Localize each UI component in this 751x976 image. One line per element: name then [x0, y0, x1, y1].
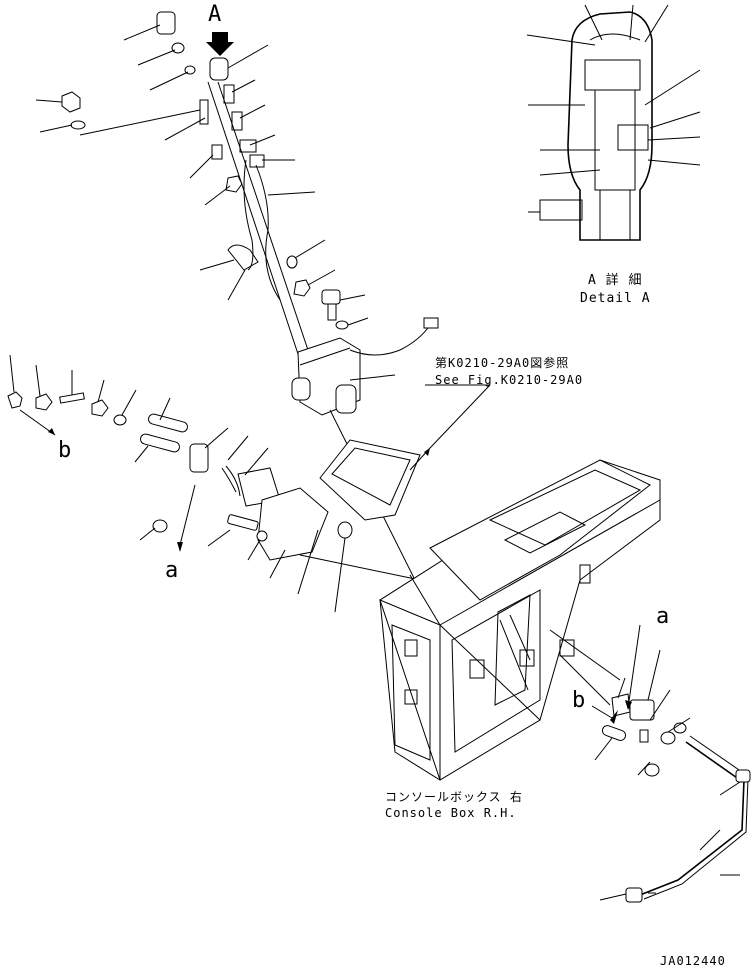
linkage-parts: [7, 354, 421, 613]
detail-title-en: Detail A: [580, 291, 651, 306]
console-label-en: Console Box R.H.: [385, 806, 517, 820]
console-label-jp: コンソールボックス 右: [385, 790, 523, 804]
detail-title-jp: A 詳 細: [588, 273, 643, 288]
console-box: [379, 459, 661, 781]
detail-a-section: [526, 4, 701, 241]
ref-a-right-label: a: [656, 604, 670, 629]
ref-a-left-label: a: [165, 558, 179, 583]
reference-jp: 第K0210-29A0図参照: [435, 356, 570, 370]
mounting-panel: [319, 384, 491, 521]
drawing-id: JA012440: [660, 954, 726, 968]
view-a-label: A: [208, 2, 222, 27]
lever-assembly: [35, 11, 369, 361]
ref-b-left-label: b: [58, 438, 72, 463]
rod-assembly: [591, 624, 751, 903]
ref-b-right-label: b: [572, 688, 586, 713]
reference-en: See Fig.K0210-29A0: [435, 373, 584, 387]
